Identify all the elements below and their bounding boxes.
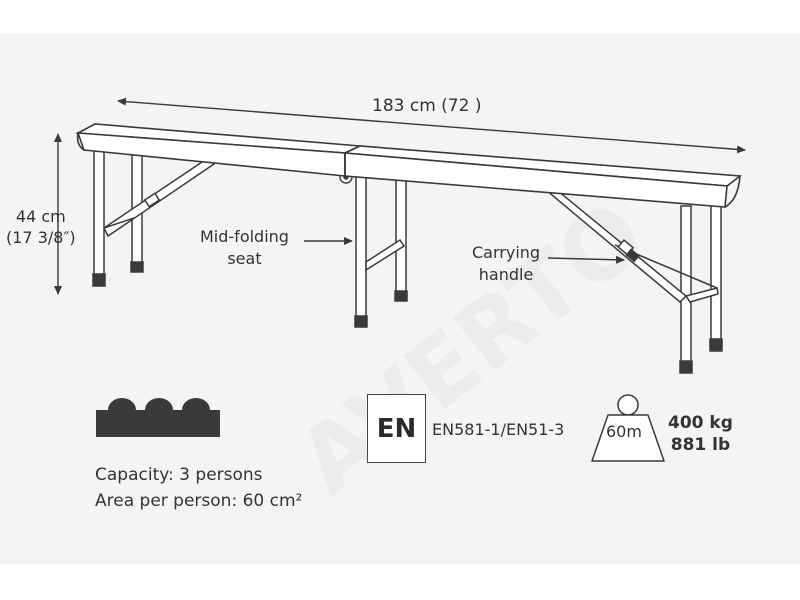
left-near-leg bbox=[92, 146, 106, 287]
carrying-handle-callout: Carrying handle bbox=[472, 242, 540, 286]
height-label-inch: (17 3/8″) bbox=[6, 228, 76, 247]
right-front-leg bbox=[679, 205, 693, 374]
weight-icon bbox=[590, 394, 666, 462]
capacity-text: Capacity: 3 persons Area per person: 60 … bbox=[95, 462, 302, 514]
carrying-handle-arrow bbox=[547, 255, 625, 264]
standard-text: EN581-1/EN51-3 bbox=[432, 420, 565, 439]
height-label-cm: 44 cm bbox=[15, 207, 66, 226]
capacity-area: Area per person: 60 cm² bbox=[95, 491, 303, 511]
weight-kg: 400 kg bbox=[668, 413, 733, 433]
mid-folding-label-2: seat bbox=[227, 249, 262, 268]
weight-lb: 881 lb bbox=[670, 435, 731, 455]
right-back-leg bbox=[709, 201, 723, 352]
carrying-label-2: handle bbox=[478, 265, 534, 284]
weight-capacity: 400 kg 881 lb bbox=[668, 412, 733, 456]
height-label: 44 cm (17 3/8″) bbox=[6, 206, 76, 248]
weight-icon-label: 60m bbox=[606, 422, 642, 441]
mid-back-leg bbox=[394, 177, 408, 302]
length-dimension-line bbox=[117, 97, 746, 154]
en-standard-badge: EN bbox=[367, 394, 426, 463]
left-brace bbox=[103, 157, 216, 238]
length-label: 183 cm (72 ) bbox=[372, 96, 482, 116]
carrying-label-1: Carrying bbox=[472, 243, 541, 262]
capacity-persons: Capacity: 3 persons bbox=[95, 465, 263, 485]
capacity-persons-icon bbox=[96, 398, 220, 437]
mid-front-leg bbox=[354, 176, 368, 328]
mid-crossbar bbox=[365, 238, 406, 272]
mid-folding-callout: Mid-folding seat bbox=[200, 226, 289, 270]
bench-seat bbox=[75, 123, 743, 208]
mid-folding-label-1: Mid-folding bbox=[200, 227, 289, 246]
